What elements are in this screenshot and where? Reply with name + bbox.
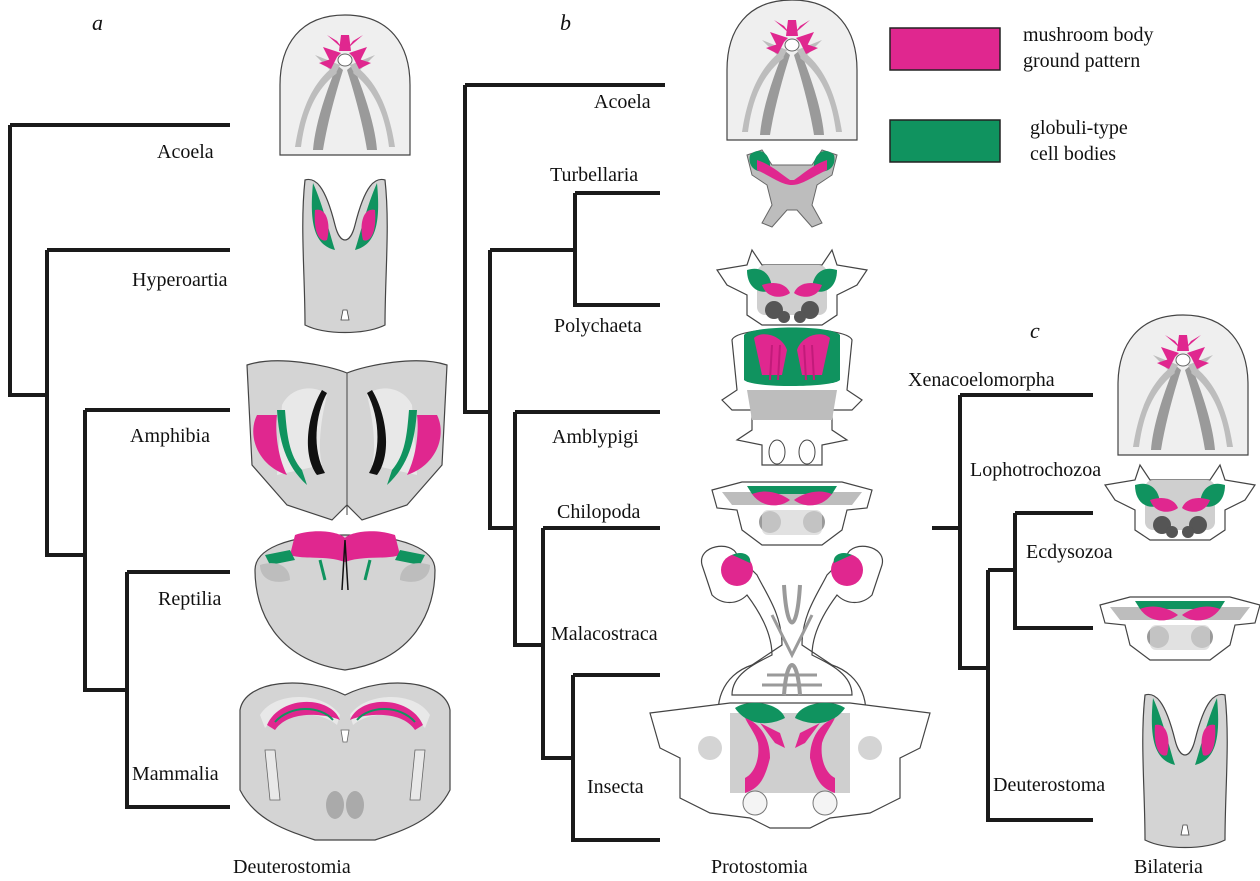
taxon-a-reptilia: Reptilia bbox=[158, 587, 221, 611]
brain-a-mammalia bbox=[240, 683, 450, 840]
brain-b-acoela bbox=[727, 0, 857, 140]
taxon-b-polychaeta: Polychaeta bbox=[554, 314, 642, 338]
taxon-a-acoela: Acoela bbox=[157, 140, 214, 164]
brain-b-chilopoda bbox=[712, 482, 872, 545]
brain-b-amblypigi bbox=[722, 328, 862, 466]
taxon-a-mammalia: Mammalia bbox=[132, 762, 219, 786]
taxon-a-amphibia: Amphibia bbox=[130, 424, 210, 448]
brain-b-turbellaria bbox=[747, 150, 837, 227]
group-label-c: Bilateria bbox=[1134, 855, 1203, 879]
legend-mushroom-label: mushroom body ground pattern bbox=[1023, 22, 1154, 74]
legend-mushroom-line1: mushroom body bbox=[1023, 22, 1154, 48]
brain-c-lophotrochozoa bbox=[1105, 465, 1255, 540]
taxon-b-amblypigi: Amblypigi bbox=[552, 425, 639, 449]
taxon-b-chilopoda: Chilopoda bbox=[557, 500, 640, 524]
group-label-b: Protostomia bbox=[711, 855, 808, 879]
brain-c-xenacoelomorpha bbox=[1118, 315, 1248, 455]
taxon-a-hyperoartia: Hyperoartia bbox=[132, 268, 228, 292]
taxon-c-ecdysozoa: Ecdysozoa bbox=[1026, 540, 1113, 564]
taxon-b-insecta: Insecta bbox=[587, 775, 644, 799]
brain-c-ecdysozoa bbox=[1100, 597, 1260, 660]
brain-a-acoela bbox=[280, 15, 410, 155]
tree-b bbox=[465, 85, 665, 840]
legend-swatch-mushroom bbox=[890, 28, 1000, 70]
group-label-a: Deuterostomia bbox=[233, 855, 351, 879]
legend-swatch-globuli bbox=[890, 120, 1000, 162]
brain-b-insecta bbox=[650, 703, 930, 828]
legend-mushroom-line2: ground pattern bbox=[1023, 48, 1154, 74]
panel-label-c: c bbox=[1030, 318, 1040, 344]
taxon-c-lophotrochozoa: Lophotrochozoa bbox=[970, 458, 1101, 482]
taxon-c-xenacoelomorpha: Xenacoelomorpha bbox=[908, 368, 1055, 392]
taxon-b-malacostraca: Malacostraca bbox=[551, 622, 658, 646]
panel-label-a: a bbox=[92, 10, 103, 36]
brain-a-hyperoartia bbox=[303, 179, 387, 332]
taxon-c-deuterostoma: Deuterostoma bbox=[993, 773, 1105, 797]
taxon-b-turbellaria: Turbellaria bbox=[550, 163, 638, 187]
tree-a bbox=[10, 125, 230, 807]
taxon-b-acoela: Acoela bbox=[594, 90, 651, 114]
panel-label-b: b bbox=[560, 10, 571, 36]
legend-globuli-line1: globuli-type bbox=[1030, 115, 1128, 141]
brain-b-polychaeta bbox=[717, 250, 867, 325]
legend-globuli-line2: cell bodies bbox=[1030, 141, 1128, 167]
legend-globuli-label: globuli-type cell bodies bbox=[1030, 115, 1128, 167]
brain-a-amphibia bbox=[247, 361, 447, 520]
brain-a-reptilia bbox=[255, 531, 435, 670]
brain-c-deuterostoma bbox=[1143, 694, 1227, 847]
